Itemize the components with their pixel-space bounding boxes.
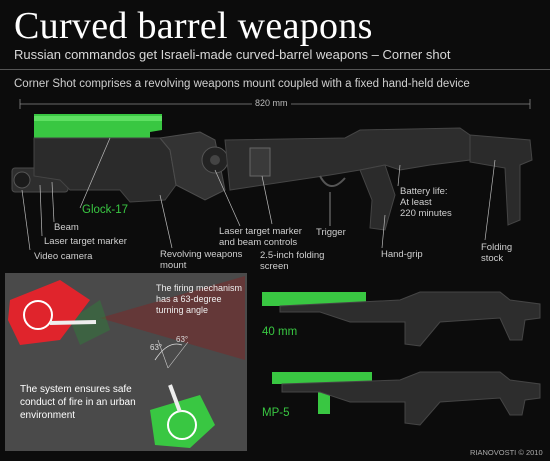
label-revolving-mount-2: mount — [160, 260, 187, 271]
firing-note-line-3: turning angle — [156, 305, 209, 315]
dimension-label: 820 mm — [252, 98, 291, 108]
label-battery-2: At least — [400, 197, 432, 208]
trigger-guard — [319, 175, 346, 187]
label-beam: Beam — [54, 222, 79, 233]
label-battery-3: 220 minutes — [400, 208, 452, 219]
label-laser-marker: Laser target marker — [44, 236, 127, 247]
label-glock: Glock-17 — [82, 204, 129, 216]
label-variant-40mm: 40 mm — [262, 326, 298, 338]
label-trigger: Trigger — [316, 227, 346, 238]
system-note-line-3: environment — [20, 410, 76, 421]
angle-label-right: 63° — [176, 335, 189, 344]
inset-scene — [5, 273, 247, 451]
central-body — [224, 127, 471, 191]
lead-text: Corner Shot comprises a revolving weapon… — [14, 78, 470, 90]
system-note-line-1: The system ensures safe — [20, 384, 132, 395]
leader-lines — [21, 137, 496, 251]
firing-note-line-2: has a 63-degree — [156, 294, 222, 304]
folding-screen — [249, 147, 271, 177]
label-screen-1: 2.5-inch folding — [260, 250, 325, 261]
label-laser-beam-controls-1: Laser target marker — [219, 226, 302, 237]
shooter-zone — [8, 280, 90, 345]
label-folding-stock-2: stock — [481, 253, 504, 264]
label-laser-beam-controls-2: and beam controls — [219, 237, 298, 248]
credit-line: RIANOVOSTI © 2010 — [470, 448, 543, 457]
hand-grip — [359, 164, 396, 231]
variant-mp5-weapon — [272, 371, 541, 426]
label-variant-mp5: MP-5 — [262, 407, 290, 419]
label-screen-2: screen — [260, 261, 289, 272]
label-video-camera: Video camera — [34, 251, 93, 262]
label-battery-1: Battery life: — [400, 186, 448, 197]
operator-zone — [150, 395, 215, 448]
firing-mechanism-note: The firing mechanism has a 63-degree tur… — [156, 283, 242, 316]
label-revolving-mount-1: Revolving weapons — [160, 249, 243, 260]
folding-stock — [469, 134, 533, 226]
variant-40mm-weapon — [262, 291, 541, 347]
corner-shot-weapon — [11, 114, 533, 231]
angle-label-left: 63° — [150, 343, 163, 352]
label-hand-grip: Hand-grip — [381, 249, 423, 260]
fire-cone — [100, 276, 245, 360]
page-subtitle: Russian commandos get Israeli-made curve… — [14, 47, 451, 62]
divider — [0, 69, 550, 70]
page-title: Curved barrel weapons — [14, 5, 373, 47]
label-folding-stock-1: Folding — [481, 242, 513, 253]
system-safety-note: The system ensures safe conduct of fire … — [20, 383, 136, 422]
firing-note-line-1: The firing mechanism — [156, 283, 243, 293]
glock-pistol-rail — [34, 116, 162, 121]
system-note-line-2: conduct of fire in an urban — [20, 397, 136, 408]
